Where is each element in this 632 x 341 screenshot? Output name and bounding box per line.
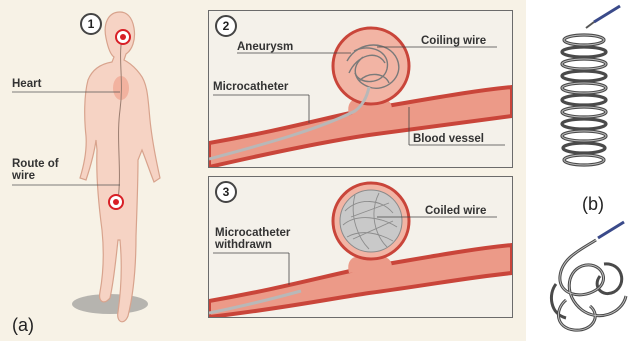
coil-delivery-tip [594, 6, 620, 22]
panel-b-letter: (b) [582, 194, 604, 214]
step-2-frame: 2 Aneurysm Coiling wire Microcatheter Bl… [208, 10, 513, 168]
heart-label: Heart [12, 78, 41, 90]
panel-a: 1 Heart Route of wire (a) 2 Aneurysm Coi… [0, 0, 526, 341]
coiled-wire-label: Coiled wire [425, 205, 486, 217]
aneurysm-sac-2 [333, 28, 409, 104]
blood-vessel-label: Blood vessel [413, 133, 484, 145]
panel-b-coils: (b) [526, 0, 632, 341]
step-1-badge: 1 [80, 13, 102, 35]
step-2-badge: 2 [215, 15, 237, 37]
step-3-frame: 3 Coiled wire Microcatheter withdrawn [208, 176, 513, 318]
body-silhouette [80, 12, 160, 322]
aneurysm-label: Aneurysm [237, 41, 293, 53]
microcatheter-label: Microcatheter [213, 81, 288, 93]
leg-marker [113, 199, 119, 205]
microcatheter-withdrawn-label: Microcatheter withdrawn [215, 227, 290, 251]
tangled-coil [551, 222, 626, 330]
panel-a-letter: (a) [12, 315, 34, 336]
head-marker [120, 34, 126, 40]
step-3-badge: 3 [215, 181, 237, 203]
route-of-wire-label: Route of wire [12, 158, 59, 182]
coiling-wire-label: Coiling wire [421, 35, 486, 47]
helical-coil [562, 6, 620, 165]
